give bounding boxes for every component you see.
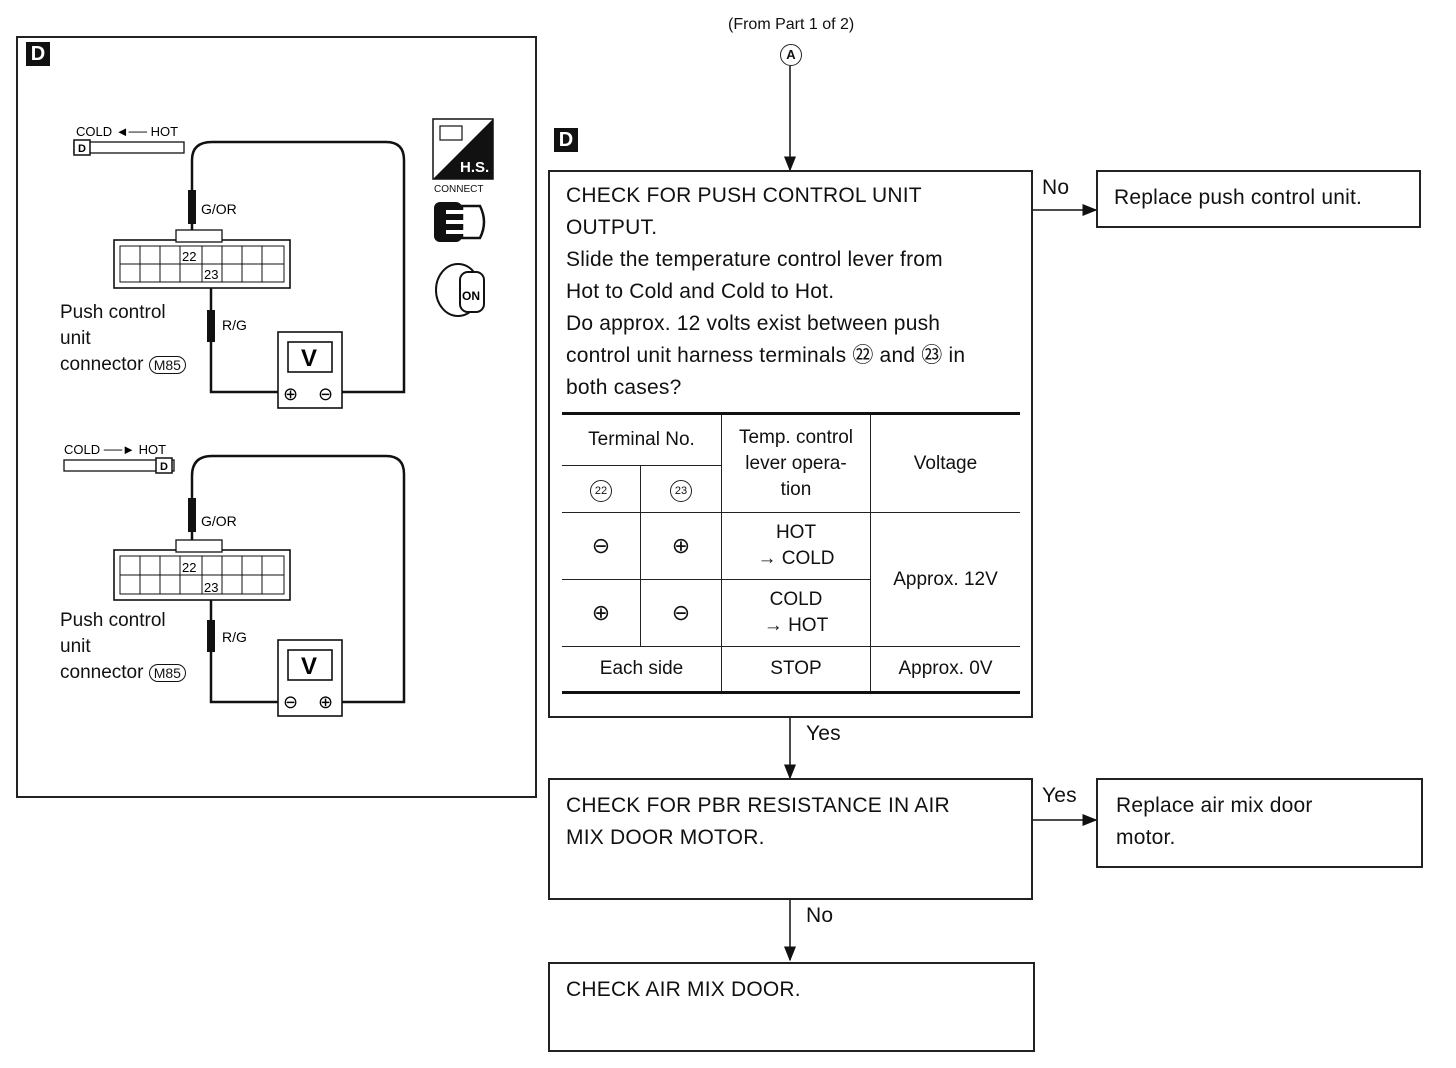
yes2-label: Yes	[1042, 784, 1077, 807]
bottom-pin-23: 23	[204, 580, 218, 595]
step1-line6: control unit harness terminals ㉒ and ㉓ i…	[566, 344, 966, 367]
r1-t22: ⊖	[562, 512, 641, 580]
bottom-caption-line1: Push control	[60, 610, 166, 631]
step3-text: CHECK AIR MIX DOOR.	[566, 978, 801, 1001]
r2-t23: ⊖	[640, 579, 722, 647]
th-terminal-23: 23	[670, 480, 692, 502]
bottom-meter-right-terminal: ⊕	[318, 692, 333, 712]
top-meter-right-terminal: ⊖	[318, 384, 333, 404]
step1-line4: Hot to Cold and Cold to Hot.	[566, 280, 835, 303]
r3-op: STOP	[721, 646, 871, 693]
r1-t23: ⊕	[640, 512, 722, 580]
r3-term: Each side	[562, 646, 722, 693]
r2-t22: ⊕	[562, 579, 641, 647]
top-voltmeter-label: V	[301, 345, 317, 372]
th-terminal-no: Terminal No.	[562, 413, 722, 466]
r12-voltage: Approx. 12V	[870, 512, 1020, 647]
bottom-connector-id: M85	[148, 664, 186, 682]
connector-a-circle: A	[780, 44, 802, 66]
bottom-voltmeter-label: V	[301, 653, 317, 680]
bottom-lever-knob	[155, 457, 173, 474]
yes1-label: Yes	[806, 722, 841, 745]
hs-icon-text: H.S.	[460, 159, 489, 176]
top-caption: Push control unit connector M85	[60, 300, 186, 378]
svg-text:D: D	[160, 461, 168, 473]
r3-voltage: Approx. 0V	[870, 646, 1020, 693]
top-wiring-diagram: COLD ◄── HOT D G/OR R/G 22 23 V ⊕ ⊖	[73, 124, 406, 409]
top-caption-line1: Push control	[60, 302, 166, 323]
step1-text: CHECK FOR PUSH CONTROL UNIT OUTPUT. Slid…	[566, 180, 1026, 404]
step1-line7: both cases?	[566, 376, 682, 399]
svg-text:D: D	[78, 143, 86, 155]
step2-line2: MIX DOOR MOTOR.	[566, 826, 765, 849]
left-illustration-panel	[16, 36, 537, 798]
top-connector-id: M85	[148, 356, 186, 374]
top-wire-gor-label: G/OR	[201, 201, 237, 217]
bottom-lever-text: COLD ──► HOT	[64, 442, 166, 457]
step2-text: CHECK FOR PBR RESISTANCE IN AIR MIX DOOR…	[566, 790, 950, 854]
result2-text: Replace air mix door motor.	[1116, 790, 1313, 854]
result2-line2: motor.	[1116, 826, 1176, 849]
top-wire-rg	[209, 280, 282, 394]
th-terminal-22: 22	[590, 480, 612, 502]
top-lever-text: COLD ◄── HOT	[76, 124, 178, 139]
top-lever-knob	[73, 139, 91, 156]
bottom-caption-line3: connector	[60, 662, 144, 683]
from-part-label: (From Part 1 of 2)	[728, 16, 855, 33]
bottom-wiring-diagram: COLD ──► HOT D G/OR R/G 22 23 V ⊖ ⊕	[63, 442, 406, 717]
bottom-caption: Push control unit connector M85	[60, 608, 186, 686]
bottom-caption-line2: unit	[60, 636, 91, 657]
step1-line3: Slide the temperature control lever from	[566, 248, 943, 271]
ignition-key-icon: ON	[435, 263, 485, 317]
th-lever-op: Temp. control lever opera- tion	[721, 413, 871, 513]
top-pin-23: 23	[204, 267, 218, 282]
step1-line2: OUTPUT.	[566, 216, 658, 239]
top-pin-22: 22	[182, 249, 196, 264]
result2-line1: Replace air mix door	[1116, 794, 1313, 817]
no1-label: No	[1042, 176, 1070, 199]
top-caption-line3: connector	[60, 354, 144, 375]
left-panel-label: D	[26, 42, 50, 66]
bottom-wire-rg	[209, 596, 282, 704]
bottom-pin-22: 22	[182, 560, 196, 575]
bottom-lever-track	[63, 459, 175, 472]
step2-line1: CHECK FOR PBR RESISTANCE IN AIR	[566, 794, 950, 817]
step1-line1: CHECK FOR PUSH CONTROL UNIT	[566, 184, 922, 207]
step2-box: CHECK FOR PBR RESISTANCE IN AIR MIX DOOR…	[548, 778, 1033, 900]
hs-icon: H.S.	[432, 118, 494, 180]
step1-line5: Do approx. 12 volts exist between push	[566, 312, 941, 335]
bottom-wire-gor	[190, 454, 406, 704]
top-meter-left-terminal: ⊕	[283, 384, 298, 404]
top-wire-rg-label: R/G	[222, 317, 247, 333]
step3-box: CHECK AIR MIX DOOR.	[548, 962, 1035, 1052]
flow-label: D	[554, 128, 578, 152]
key-icon-text: ON	[462, 289, 480, 303]
th-voltage: Voltage	[870, 413, 1020, 513]
r1-op: HOT→ COLD	[721, 512, 871, 580]
top-caption-line2: unit	[60, 328, 91, 349]
connect-icon-label: CONNECT	[434, 184, 484, 195]
connect-icon	[434, 202, 486, 242]
bottom-wire-rg-label: R/G	[222, 629, 247, 645]
result2-box: Replace air mix door motor.	[1096, 778, 1423, 868]
bottom-wire-gor-label: G/OR	[201, 513, 237, 529]
top-wire-gor	[190, 140, 406, 394]
result1-text: Replace push control unit.	[1114, 186, 1363, 209]
r2-op: COLD→ HOT	[721, 579, 871, 647]
voltage-table: Terminal No. Temp. control lever opera- …	[562, 412, 1020, 694]
no2-label: No	[806, 904, 834, 927]
bottom-meter-left-terminal: ⊖	[283, 692, 298, 712]
step1-box: CHECK FOR PUSH CONTROL UNIT OUTPUT. Slid…	[548, 170, 1033, 718]
result1-box: Replace push control unit.	[1096, 170, 1421, 228]
